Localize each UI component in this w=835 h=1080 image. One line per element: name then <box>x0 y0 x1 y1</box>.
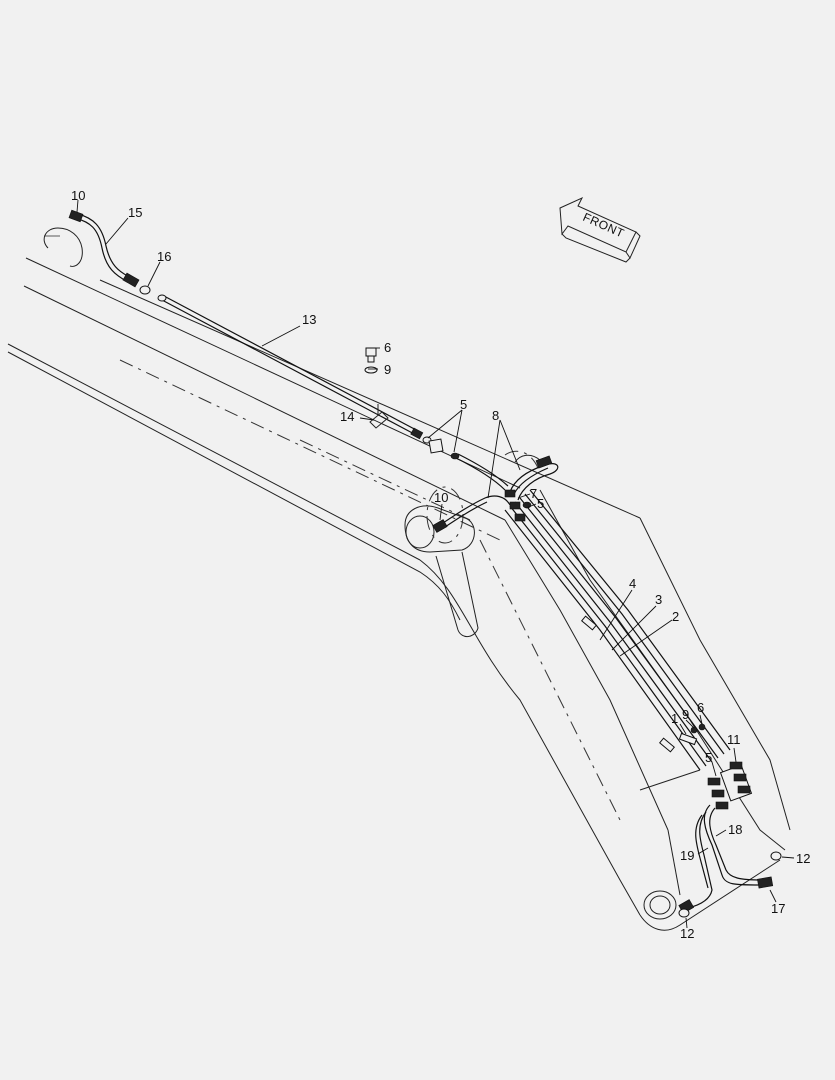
hose-8 <box>432 452 559 533</box>
callout-2: 2 <box>672 609 679 624</box>
boom-outline <box>7 227 791 931</box>
callout-3: 3 <box>655 592 662 607</box>
callout-17: 17 <box>771 901 785 916</box>
hose-15 <box>68 209 151 295</box>
front-arrow-label: FRONT <box>581 210 627 241</box>
callout-10: 10 <box>71 188 85 203</box>
callout-4: 4 <box>629 576 636 591</box>
callout-12: 12 <box>680 926 694 941</box>
callout-15: 15 <box>128 205 142 220</box>
front-direction-arrow: FRONT <box>559 196 641 263</box>
callout-5: 5 <box>460 397 467 412</box>
callout-11: 11 <box>727 732 741 747</box>
callout-9: 9 <box>384 362 391 377</box>
callout-labels: 10 15 16 13 6 9 14 5 8 7 5 10 4 3 2 1 9 … <box>71 188 810 941</box>
pipes-2-3-4 <box>504 489 731 771</box>
leader-lines <box>76 199 795 929</box>
callout-16: 16 <box>157 249 171 264</box>
callout-5: 5 <box>705 750 712 765</box>
callout-9: 9 <box>682 707 689 722</box>
callout-18: 18 <box>728 822 742 837</box>
callout-8: 8 <box>492 408 499 423</box>
callout-7: 7 <box>530 486 537 501</box>
callout-10: 10 <box>434 490 448 505</box>
callout-19: 19 <box>680 848 694 863</box>
callout-1: 1 <box>671 711 678 726</box>
callout-5: 5 <box>537 496 544 511</box>
callout-6: 6 <box>697 700 704 715</box>
callout-12: 12 <box>796 851 810 866</box>
callout-6: 6 <box>384 340 391 355</box>
clamp-14 <box>364 347 444 454</box>
pipe-13 <box>157 294 432 444</box>
callout-13: 13 <box>302 312 316 327</box>
callout-14: 14 <box>340 409 354 424</box>
